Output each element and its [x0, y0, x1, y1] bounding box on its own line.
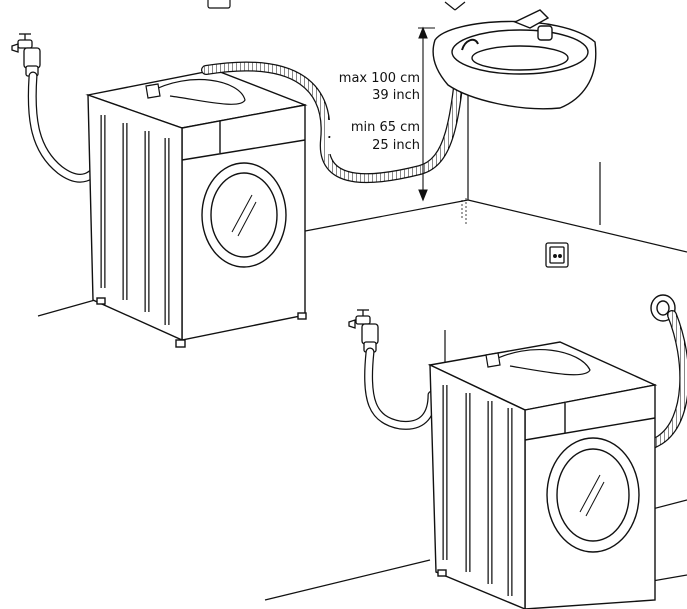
water-tap-icon [11, 33, 41, 77]
washing-machine-lower [427, 341, 658, 609]
max-height-cm: max 100 cm [328, 71, 420, 87]
height-dimension [418, 26, 435, 202]
power-socket-icon [545, 242, 569, 268]
min-height-inch: 25 inch [328, 138, 420, 154]
washing-machine-upper [85, 69, 308, 348]
water-tap-icon-lower [348, 309, 379, 353]
max-height-inch: 39 inch [328, 88, 420, 104]
min-height-cm: min 65 cm [328, 120, 420, 136]
wash-basin [432, 1, 597, 225]
